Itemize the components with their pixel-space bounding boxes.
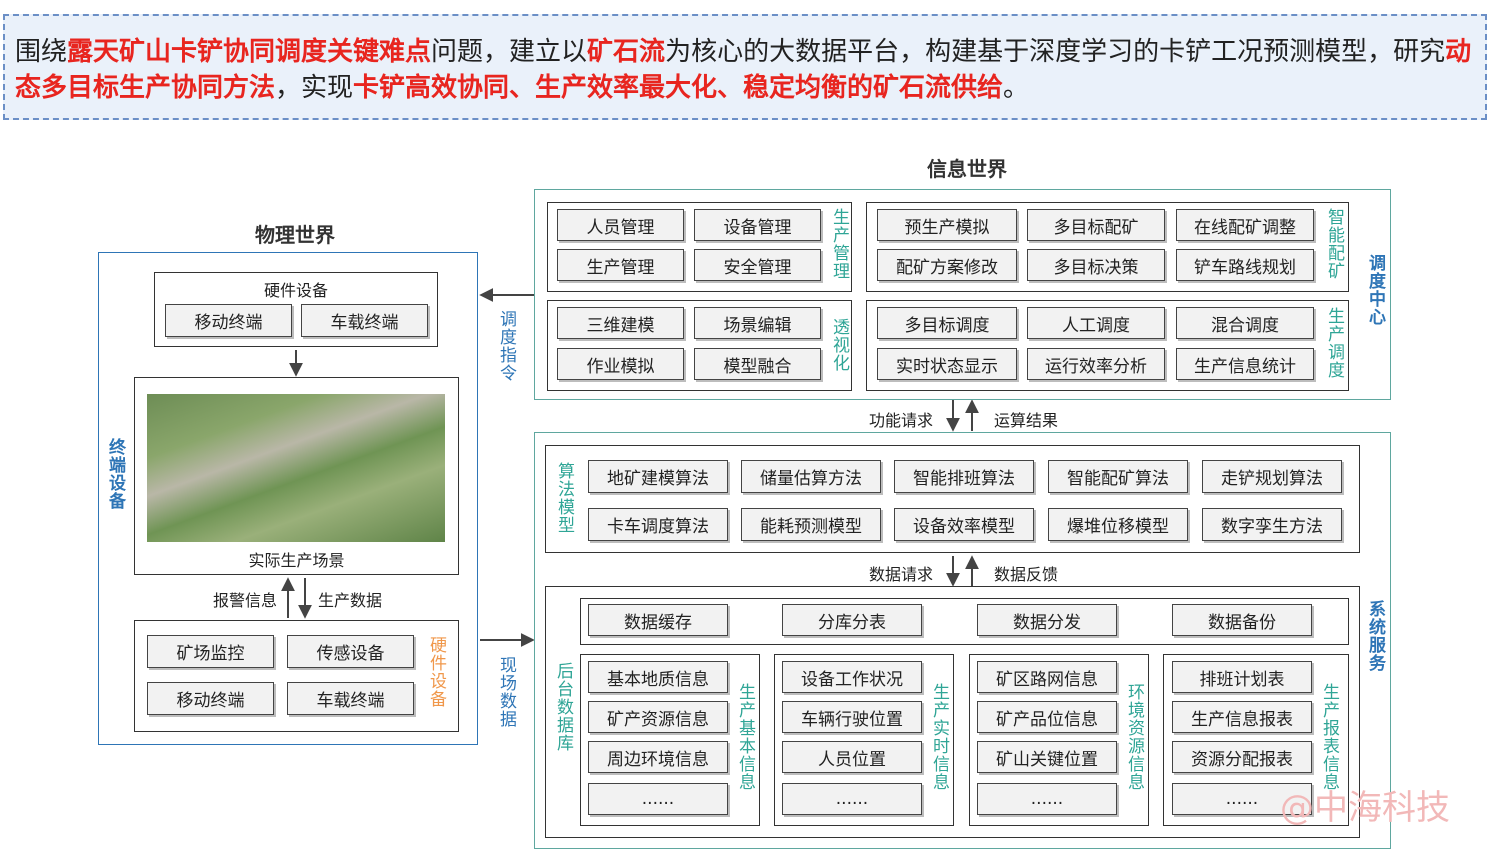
geo-modeling-algo-button[interactable]: 地矿建模算法 [588, 460, 728, 493]
physical-world-title: 物理世界 [255, 223, 335, 247]
banner-text: 围绕 [15, 37, 68, 67]
key-location-button[interactable]: 矿山关键位置 [977, 741, 1117, 773]
mobile-terminal-button[interactable]: 移动终端 [165, 304, 292, 337]
efficiency-analysis-button[interactable]: 运行效率分析 [1027, 348, 1165, 380]
more-item-button[interactable]: ...... [977, 783, 1117, 815]
db-group-basic-label: 生产基本信息 [735, 683, 755, 791]
shovel-planning-algo-button[interactable]: 走铲规划算法 [1202, 460, 1342, 493]
backend-database-label: 后台数据库 [553, 662, 573, 752]
dispatch-center-panel [534, 189, 1391, 400]
3d-modeling-button[interactable]: 三维建模 [557, 307, 684, 339]
pre-production-simulation-button[interactable]: 预生产模拟 [877, 209, 1017, 241]
more-item-button[interactable]: ...... [1172, 783, 1312, 815]
production-report-button[interactable]: 生产信息报表 [1172, 701, 1312, 733]
vehicle-terminal-button[interactable]: 车载终端 [301, 304, 428, 337]
vehicle-terminal-button[interactable]: 车载终端 [287, 682, 414, 715]
manual-dispatch-button[interactable]: 人工调度 [1027, 307, 1165, 339]
banner-text: 。 [1003, 73, 1030, 103]
mineral-resource-info-button[interactable]: 矿产资源信息 [588, 701, 728, 733]
physical-world-panel [98, 252, 478, 745]
dispatch-center-label: 调度中心 [1365, 254, 1385, 326]
banner-text: 为核心的大数据平台，构建基于深度学习的卡铲工况预测模型，研究 [665, 37, 1446, 67]
terminal-device-label: 终端设备 [105, 438, 125, 510]
scene-editing-button[interactable]: 场景编辑 [694, 307, 821, 339]
personnel-management-button[interactable]: 人员管理 [557, 209, 684, 241]
muckpile-displacement-model-button[interactable]: 爆堆位移模型 [1048, 508, 1188, 541]
multi-objective-dispatch-button[interactable]: 多目标调度 [877, 307, 1017, 339]
production-management-label: 生产管理 [829, 208, 849, 280]
equipment-efficiency-model-button[interactable]: 设备效率模型 [894, 508, 1034, 541]
energy-prediction-model-button[interactable]: 能耗预测模型 [741, 508, 881, 541]
equipment-status-button[interactable]: 设备工作状况 [782, 661, 922, 693]
hardware-bottom-label: 硬件设备 [426, 636, 446, 708]
data-feedback-label: 数据反馈 [994, 565, 1059, 584]
system-service-label: 系统服务 [1365, 600, 1385, 672]
algorithm-model-label: 算法模型 [554, 462, 574, 534]
vehicle-position-button[interactable]: 车辆行驶位置 [782, 701, 922, 733]
info-world-title: 信息世界 [927, 157, 1007, 181]
more-item-button[interactable]: ...... [588, 783, 728, 815]
calc-result-label: 运算结果 [994, 411, 1059, 430]
db-group-realtime-label: 生产实时信息 [929, 683, 949, 791]
visualization-label: 透视化 [829, 318, 849, 372]
smart-blending-label: 智能配矿 [1324, 208, 1344, 280]
hybrid-dispatch-button[interactable]: 混合调度 [1176, 307, 1314, 339]
personnel-position-button[interactable]: 人员位置 [782, 741, 922, 773]
data-cache-button[interactable]: 数据缓存 [588, 604, 728, 636]
mobile-terminal-button[interactable]: 移动终端 [147, 682, 274, 715]
hardware-top-title: 硬件设备 [263, 281, 328, 300]
data-request-label: 数据请求 [869, 565, 934, 584]
reserve-estimation-button[interactable]: 储量估算方法 [741, 460, 881, 493]
truck-dispatch-algo-button[interactable]: 卡车调度算法 [588, 508, 728, 541]
realtime-status-button[interactable]: 实时状态显示 [877, 348, 1017, 380]
road-network-info-button[interactable]: 矿区路网信息 [977, 661, 1117, 693]
sharding-button[interactable]: 分库分表 [782, 604, 922, 636]
environment-info-button[interactable]: 周边环境信息 [588, 741, 728, 773]
system-service-panel [534, 432, 1391, 849]
function-request-label: 功能请求 [869, 411, 934, 430]
production-data-label: 生产数据 [318, 591, 383, 610]
db-group-reports-label: 生产报表信息 [1319, 683, 1339, 791]
resource-allocation-button[interactable]: 资源分配报表 [1172, 741, 1312, 773]
smart-blending-algo-button[interactable]: 智能配矿算法 [1048, 460, 1188, 493]
more-item-button[interactable]: ...... [782, 783, 922, 815]
watermark: @中海科技 [1280, 788, 1450, 828]
model-fusion-button[interactable]: 模型融合 [694, 348, 821, 380]
multi-objective-blending-button[interactable]: 多目标配矿 [1027, 209, 1165, 241]
data-backup-button[interactable]: 数据备份 [1172, 604, 1312, 636]
safety-management-button[interactable]: 安全管理 [694, 249, 821, 281]
banner-text: 问题，建立以 [431, 37, 588, 67]
equipment-management-button[interactable]: 设备管理 [694, 209, 821, 241]
banner-highlight: 露天矿山卡铲协同调度关键难点 [67, 37, 432, 67]
production-statistics-button[interactable]: 生产信息统计 [1176, 348, 1314, 380]
banner-highlight: 动态多目标生产协同方法 [15, 37, 1472, 103]
alarm-info-label: 报警信息 [213, 591, 278, 610]
sensor-device-button[interactable]: 传感设备 [287, 635, 414, 668]
dispatch-command-label: 调度指令 [496, 310, 516, 382]
blending-plan-edit-button[interactable]: 配矿方案修改 [877, 249, 1017, 281]
mine-aerial-image [147, 394, 445, 542]
online-blending-adjust-button[interactable]: 在线配矿调整 [1176, 209, 1314, 241]
digital-twin-method-button[interactable]: 数字孪生方法 [1202, 508, 1342, 541]
mine-monitor-button[interactable]: 矿场监控 [147, 635, 274, 668]
multi-objective-decision-button[interactable]: 多目标决策 [1027, 249, 1165, 281]
field-data-label: 现场数据 [496, 656, 516, 728]
banner-highlight: 卡铲高效协同、生产效率最大化、稳定均衡的矿石流供给 [353, 73, 1004, 103]
production-management-button[interactable]: 生产管理 [557, 249, 684, 281]
db-group-environment-label: 环境资源信息 [1124, 683, 1144, 791]
banner-highlight: 矿石流 [587, 37, 666, 67]
data-distribution-button[interactable]: 数据分发 [977, 604, 1117, 636]
geology-info-button[interactable]: 基本地质信息 [588, 661, 728, 693]
banner-text: ，实现 [275, 73, 354, 103]
operation-simulation-button[interactable]: 作业模拟 [557, 348, 684, 380]
shovel-route-planning-button[interactable]: 铲车路线规划 [1176, 249, 1314, 281]
shift-schedule-button[interactable]: 排班计划表 [1172, 661, 1312, 693]
smart-scheduling-algo-button[interactable]: 智能排班算法 [894, 460, 1034, 493]
header-banner: 围绕露天矿山卡铲协同调度关键难点问题，建立以矿石流为核心的大数据平台，构建基于深… [3, 14, 1487, 120]
scene-caption: 实际生产场景 [248, 551, 345, 570]
ore-grade-info-button[interactable]: 矿产品位信息 [977, 701, 1117, 733]
production-dispatch-label: 生产调度 [1324, 307, 1344, 379]
